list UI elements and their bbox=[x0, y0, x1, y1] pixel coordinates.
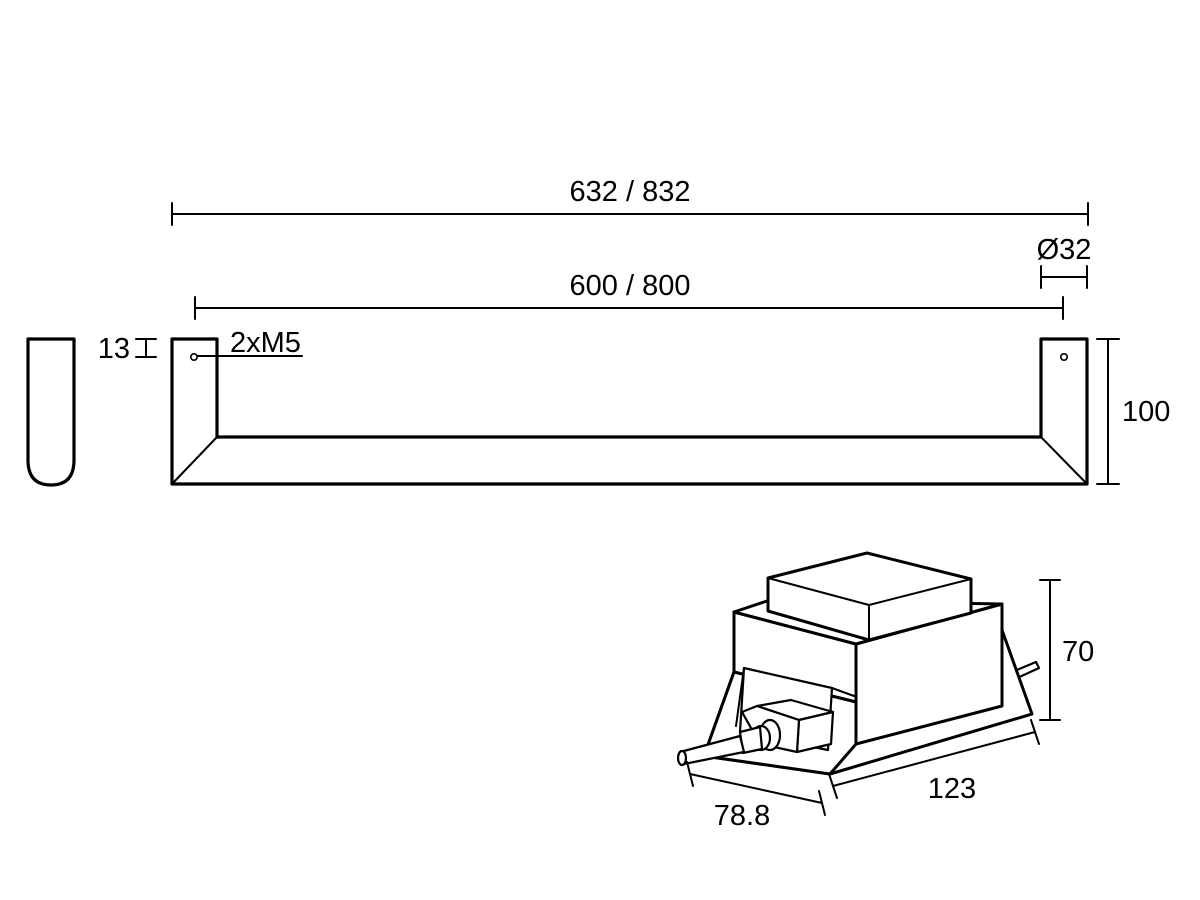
label-driver-length: 123 bbox=[928, 773, 976, 805]
dimension-driver-width: 78.8 bbox=[686, 761, 826, 832]
dimension-center-distance: 600 / 800 bbox=[194, 270, 1064, 320]
label-overall-length: 632 / 832 bbox=[570, 176, 691, 208]
label-height: 100 bbox=[1122, 396, 1170, 428]
dimension-diameter: Ø32 bbox=[1037, 234, 1092, 289]
profile-cross-section bbox=[26, 337, 76, 487]
dimension-driver-length: 123 bbox=[828, 719, 1040, 805]
label-center-distance: 600 / 800 bbox=[570, 270, 691, 302]
label-diameter: Ø32 bbox=[1037, 234, 1092, 266]
driver-box bbox=[676, 551, 1041, 776]
dimension-screw-offset: 13 bbox=[98, 333, 157, 365]
dimension-overall-length: 632 / 832 bbox=[171, 176, 1089, 226]
label-driver-height: 70 bbox=[1062, 636, 1094, 668]
towel-rail-front-view: 2xM5 bbox=[170, 327, 1089, 486]
label-driver-width: 78.8 bbox=[714, 800, 770, 832]
screw-hole-right bbox=[1060, 352, 1069, 361]
label-screws: 2xM5 bbox=[230, 327, 301, 359]
screw-hole-left bbox=[190, 352, 199, 361]
label-screw-offset: 13 bbox=[98, 333, 130, 365]
dimension-driver-height: 70 bbox=[1039, 579, 1094, 721]
dimension-height: 100 bbox=[1096, 338, 1170, 485]
